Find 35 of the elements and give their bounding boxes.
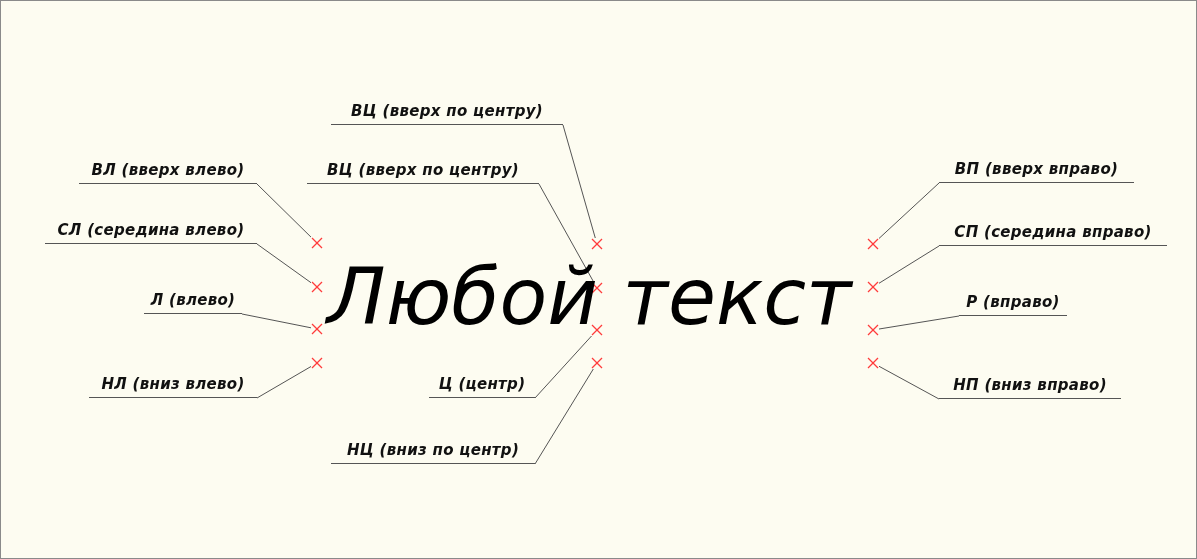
leader-line [562,124,596,239]
callout-label: СП (середина вправо) [939,220,1167,246]
leader-line [534,335,593,399]
cross-mark [311,323,323,335]
callout-label: Л (влево) [144,288,242,314]
callout-label: ВЛ (вверх влево) [79,158,257,184]
callout-label: Р (вправо) [959,290,1067,316]
cross-mark [311,357,323,369]
callout-label: Ц (центр) [429,372,535,398]
leader-line [256,243,312,284]
callout-label: ВЦ (вверх по центру) [307,158,539,184]
cross-mark [867,281,879,293]
leader-line [538,183,595,283]
leader-line [878,245,940,284]
leader-line [256,183,312,238]
cross-mark [591,357,603,369]
callout-label: НП (вниз вправо) [939,373,1121,399]
cross-mark [591,238,603,250]
leader-line [241,313,312,329]
leader-line [256,366,312,399]
cross-mark [867,238,879,250]
leader-line [878,365,940,400]
leader-line [534,368,594,465]
leader-line [878,315,960,330]
cross-mark [591,324,603,336]
leader-line [878,182,940,239]
cross-mark [311,237,323,249]
cross-mark [311,281,323,293]
cross-mark [867,357,879,369]
callout-label: ВЦ (вверх по центру) [331,99,563,125]
callout-label: НЦ (вниз по центр) [331,438,535,464]
callout-label: ВП (вверх вправо) [939,157,1134,183]
callout-label: СЛ (середина влево) [45,218,257,244]
callout-label: НЛ (вниз влево) [89,372,257,398]
cross-mark [867,324,879,336]
